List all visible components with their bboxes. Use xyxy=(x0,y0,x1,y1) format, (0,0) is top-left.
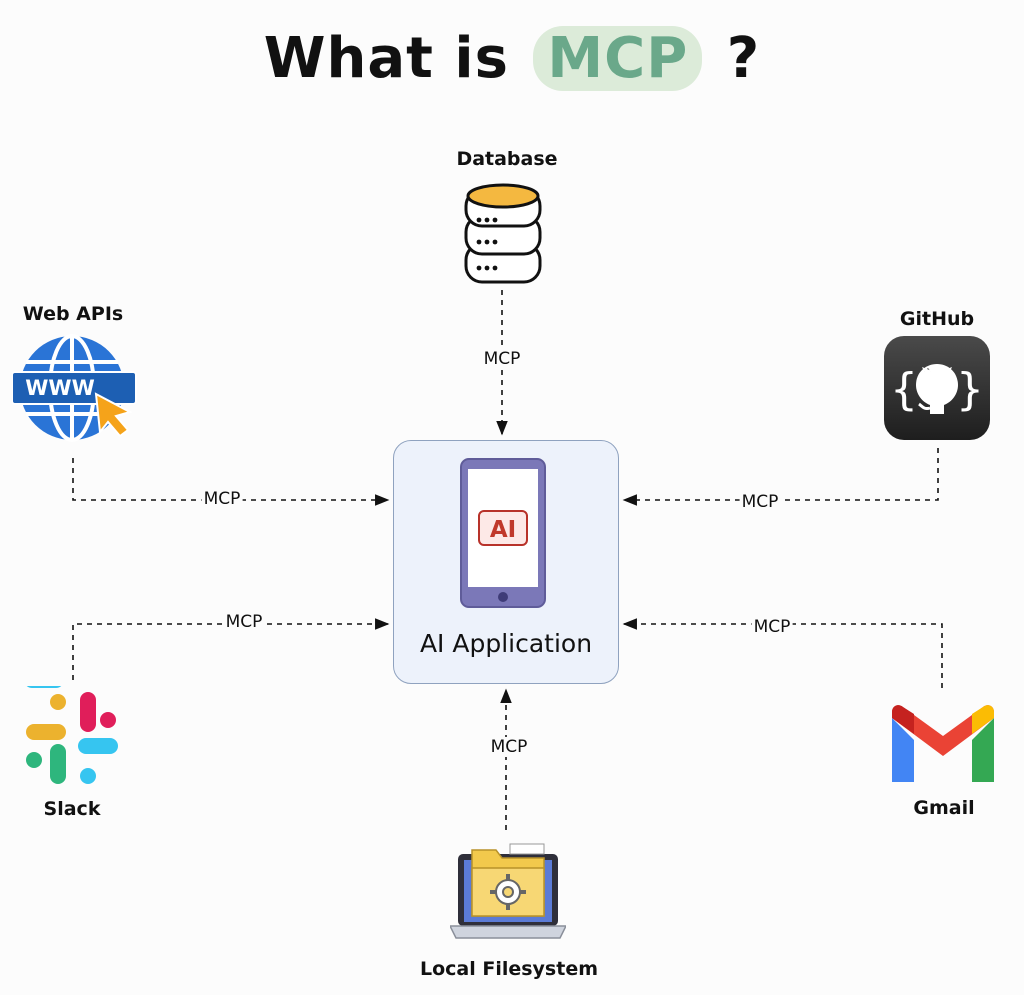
mcp-label-web-apis: MCP xyxy=(201,489,243,509)
github-icon: { } xyxy=(884,336,990,440)
mcp-label-database: MCP xyxy=(481,349,523,369)
ai-badge: AI xyxy=(490,517,516,543)
connector-slack xyxy=(72,618,390,680)
web-apis-label: Web APIs xyxy=(22,303,124,325)
globe-www-icon: WWW xyxy=(12,334,137,442)
ai-application-box: AI AI Application xyxy=(393,440,619,684)
phone-icon: AI xyxy=(460,458,546,608)
github-label: GitHub xyxy=(899,308,975,330)
connector-gmail xyxy=(622,618,943,688)
title-prefix: What is xyxy=(263,26,509,91)
gmail-icon xyxy=(892,705,994,782)
database-label: Database xyxy=(456,148,558,170)
svg-text:}: } xyxy=(956,364,984,415)
page-title: What is MCP ? xyxy=(0,26,1024,91)
title-highlight: MCP xyxy=(533,26,703,91)
title-suffix: ? xyxy=(726,26,761,91)
mcp-label-slack: MCP xyxy=(223,612,265,632)
slack-icon xyxy=(24,686,118,784)
mcp-label-filesystem: MCP xyxy=(488,737,530,757)
mcp-label-github: MCP xyxy=(739,492,781,512)
database-icon xyxy=(464,183,542,284)
gmail-label: Gmail xyxy=(913,797,975,819)
mcp-label-gmail: MCP xyxy=(751,617,793,637)
svg-text:WWW: WWW xyxy=(25,376,95,400)
filesystem-label: Local Filesystem xyxy=(419,958,599,980)
connector-web-apis xyxy=(72,458,390,506)
slack-label: Slack xyxy=(43,798,101,820)
ai-application-label: AI Application xyxy=(419,629,593,658)
connector-github xyxy=(622,448,939,506)
folder-laptop-icon xyxy=(450,843,566,939)
svg-text:{: { xyxy=(890,364,918,415)
